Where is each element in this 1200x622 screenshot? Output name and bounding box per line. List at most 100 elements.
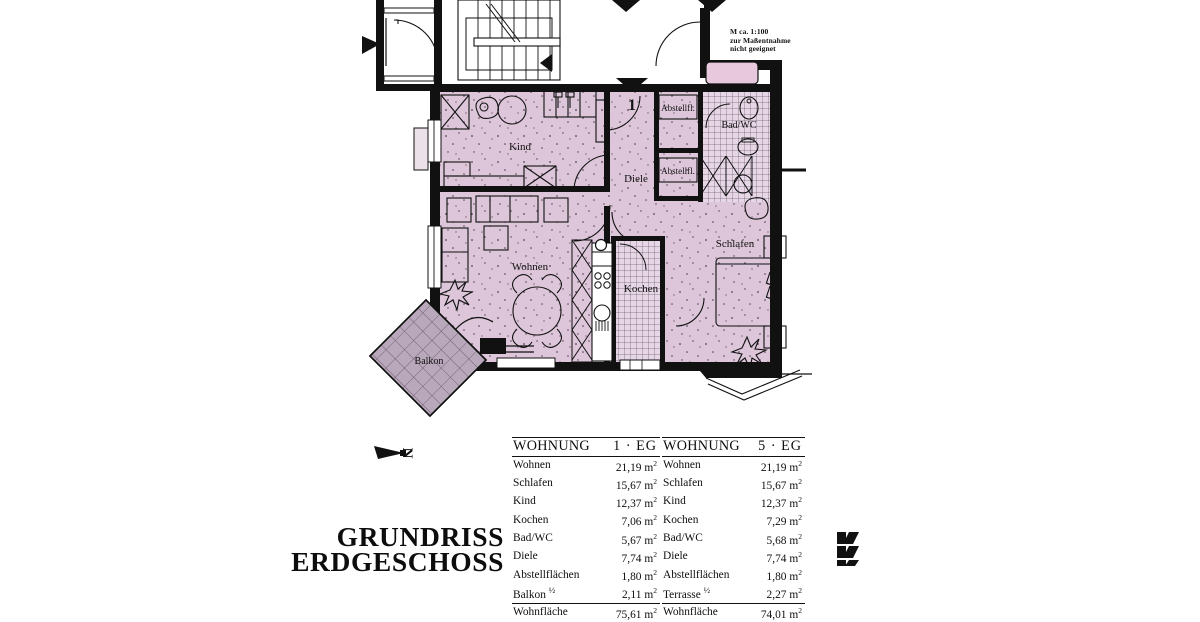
unit-exponent: 2 [653,495,657,505]
floor-plan-drawing: Kind Diele Wohnen Kochen Schlafen Bad/WC… [360,0,840,420]
room-label-bad-wc: Bad/WC [722,120,757,131]
table-row: Terrasse ½ 2,27 m2 [662,584,805,603]
room-labels: Kind Diele Wohnen Kochen Schlafen Bad/WC… [415,97,757,367]
row-label: Balkon ½ [513,585,556,602]
room-label-schlafen: Schlafen [716,238,755,250]
row-value: 7,74 m2 [621,549,657,565]
room-label-kochen: Kochen [624,283,659,295]
unit-exponent: 2 [653,549,657,559]
table-header-row: WOHNUNG 5 · EG [662,437,805,457]
row-value: 2,11 m2 [621,586,657,602]
row-value: 5,67 m2 [621,531,657,547]
unit: m [644,516,654,529]
row-label: Schlafen [663,477,703,490]
table-row: Wohnen 21,19 m2 [512,456,660,475]
page-title-line-2: ERDGESCHOSS [291,546,504,577]
table-header-label: WOHNUNG [662,437,752,457]
row-value: 2,27 m2 [766,586,802,602]
unit-exponent: 2 [798,586,802,596]
table-row: Diele 7,74 m2 [662,548,805,566]
unit-exponent: 2 [798,605,802,615]
area-tables: WOHNUNG 1 · EG Wohnen 21,19 m2 Schlafen … [512,437,805,622]
table-row: Kind 12,37 m2 [512,493,660,511]
room-label-diele: Diele [624,173,648,185]
row-label: Wohnen [513,458,551,471]
row-value: 12,37 m2 [615,495,657,510]
unit-exponent: 2 [653,458,657,468]
unit-exponent: 2 [798,458,802,468]
total-label: Wohnfläche [512,602,605,622]
row-label: Abstellflächen [663,568,730,581]
unit-exponent: 2 [798,495,802,505]
table-row: Schlafen 15,67 m2 [662,475,805,493]
row-value: 5,68 m2 [766,531,802,547]
row-label: Diele [513,550,538,563]
total-value: 74,01 m2 [751,602,805,622]
row-label: Wohnen [663,458,701,471]
table-row: Wohnen 21,19 m2 [662,456,805,475]
terrace-outline [705,369,803,401]
room-bad-wc [703,61,770,202]
page-title-line-1: GRUNDRISS [336,521,504,552]
table-header-row: WOHNUNG 1 · EG [512,437,660,457]
unit: m [789,608,799,621]
table-header-value: 1 · EG [604,437,660,457]
unit: m [644,461,654,474]
row-value: 15,67 m2 [760,476,802,492]
unit-exponent: 2 [798,513,802,523]
unit-exponent: 2 [653,605,657,615]
row-label: Kochen [513,513,549,526]
unit: m [644,589,654,602]
row-value: 1,80 m2 [766,568,802,583]
unit: m [789,589,799,602]
total-value: 75,61 m2 [604,602,660,622]
room-label-balkon: Balkon [415,356,444,367]
table-row: Abstellflächen 1,80 m2 [512,566,660,584]
scale-note-line-1: M ca. 1:100 [730,27,769,36]
stair-core [362,0,726,91]
room-label-wohnen: Wohnen [512,261,549,273]
table-row: Diele 7,74 m2 [512,548,660,566]
scale-note-line-3: nicht geeignet [730,44,776,54]
unit: m [644,479,654,492]
unit-exponent: 2 [798,531,802,541]
table-row: Abstellflächen 1,80 m2 [662,566,805,584]
north-arrow-label: N [399,448,415,459]
row-value: 15,67 m2 [615,476,657,492]
unit-exponent: 2 [798,549,802,559]
apartment-number: 1 [628,97,636,114]
table-row: Bad/WC 5,68 m2 [662,530,805,548]
unit: m [789,461,799,474]
row-label: Bad/WC [513,532,553,545]
hatched-partition [571,239,593,363]
windows [413,119,812,375]
unit: m [789,570,799,583]
row-fraction: ½ [548,585,556,596]
unit-exponent: 2 [653,513,657,523]
row-value: 7,29 m2 [766,513,802,529]
unit: m [644,570,654,583]
unit-exponent: 2 [653,531,657,541]
table-header-value: 5 · EG [751,437,805,457]
table-total-row: Wohnfläche 75,61 m2 [512,602,660,622]
total-label: Wohnfläche [662,602,752,622]
row-value: 7,74 m2 [766,549,802,565]
unit: m [789,516,799,529]
scale-note: M ca. 1:100 zur Maßentnahme nicht geeign… [730,27,840,54]
row-value: 12,37 m2 [760,495,802,510]
table-row: Kochen 7,06 m2 [512,511,660,529]
furniture-wohnen [438,195,569,348]
room-label-kind: Kind [509,141,532,153]
row-fraction: ½ [703,585,711,596]
scale-note-line-2: zur Maßentnahme [730,35,791,45]
unit-exponent: 2 [798,568,802,578]
row-value: 21,19 m2 [760,458,802,474]
table-row: Bad/WC 5,67 m2 [512,530,660,548]
table-row: Kochen 7,29 m2 [662,511,805,529]
table-row: Balkon ½ 2,11 m2 [512,584,660,603]
unit-exponent: 2 [653,586,657,596]
row-label: Kind [663,495,686,508]
row-label: Kind [513,495,536,508]
unit: m [789,534,799,547]
furniture-schlafen [715,197,787,371]
